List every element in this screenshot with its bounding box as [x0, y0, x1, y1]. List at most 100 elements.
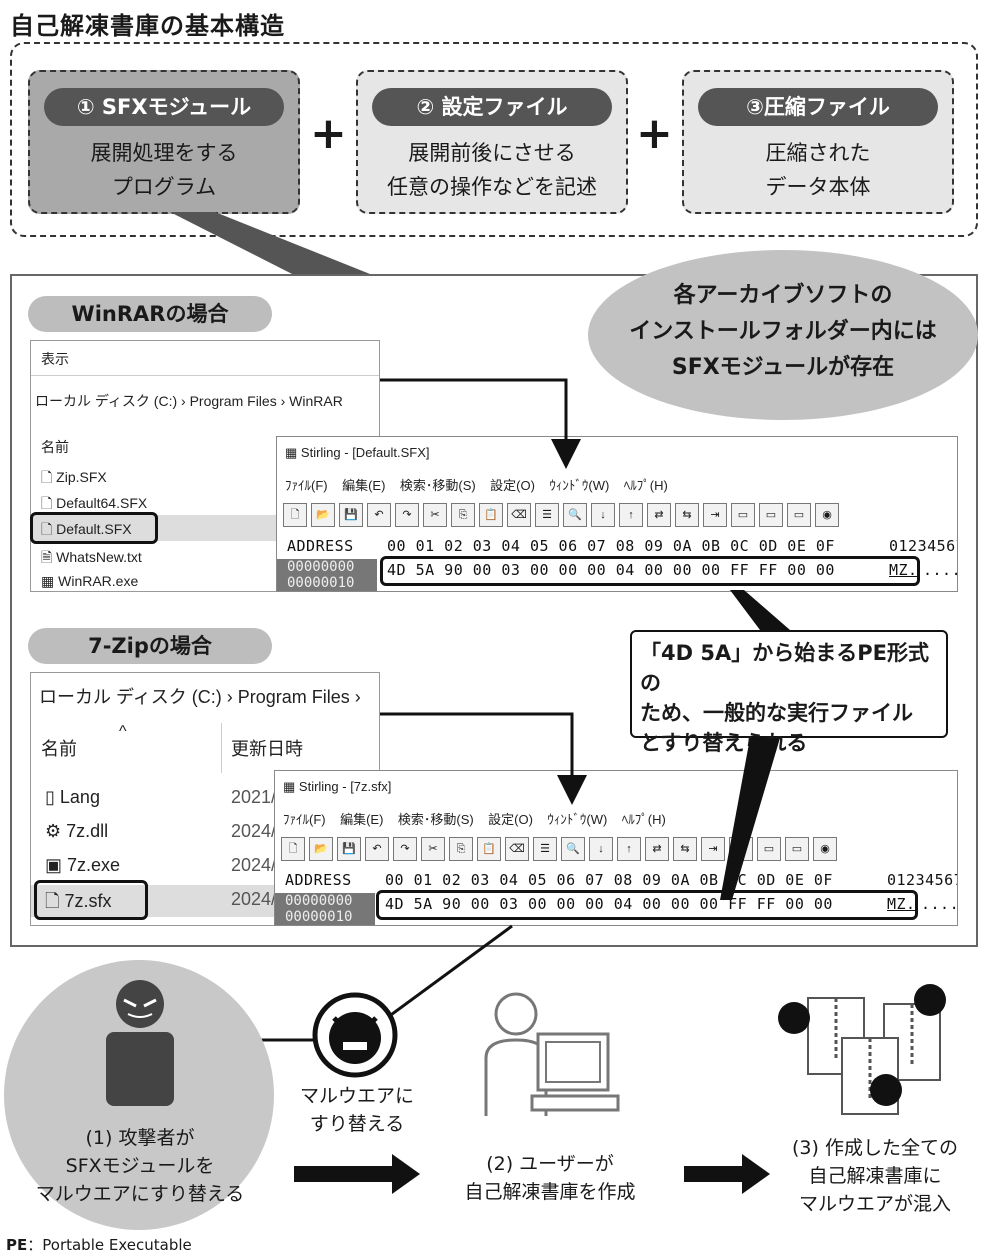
- menu-settings[interactable]: 設定(O): [490, 478, 535, 493]
- file-item[interactable]: 🗎 WhatsNew.txt: [41, 549, 142, 565]
- menu-file[interactable]: ﾌｧｲﾙ(F): [283, 812, 326, 827]
- hex-row-ascii: MZ.: [887, 895, 916, 913]
- column-date-header[interactable]: 更新日時: [231, 739, 303, 759]
- file-item[interactable]: ▣ 7z.exe: [45, 855, 121, 875]
- sort-up-icon: ^: [119, 723, 127, 740]
- file-item[interactable]: 🗋 Zip.SFX: [41, 469, 107, 485]
- delete-icon[interactable]: ⌫: [505, 837, 529, 861]
- undo-icon[interactable]: ↶: [367, 503, 391, 527]
- attacker-icon: [106, 980, 174, 1106]
- hex-row-dots: ....: [921, 895, 958, 913]
- undo-icon[interactable]: ↶: [365, 837, 389, 861]
- dll-icon: ⚙: [45, 821, 67, 841]
- menu-settings[interactable]: 設定(O): [488, 812, 533, 827]
- menu-edit[interactable]: 編集(E): [340, 812, 384, 827]
- mark-icon[interactable]: ◉: [813, 837, 837, 861]
- cut-icon[interactable]: ✂: [423, 503, 447, 527]
- exe-icon: ▣: [45, 855, 68, 875]
- find-prev-icon[interactable]: ↑: [617, 837, 641, 861]
- open-icon[interactable]: 📂: [309, 837, 333, 861]
- goto-icon[interactable]: ⇥: [703, 503, 727, 527]
- menu-window[interactable]: ｳｨﾝﾄﾞｳ(W): [547, 812, 608, 827]
- list-icon[interactable]: ☰: [535, 503, 559, 527]
- cut-icon[interactable]: ✂: [421, 837, 445, 861]
- menu-file[interactable]: ﾌｧｲﾙ(F): [285, 478, 328, 493]
- breadcrumb[interactable]: ローカル ディスク (C:) › Program Files › WinRAR: [35, 393, 343, 409]
- bookmark-next-icon[interactable]: ▭: [759, 503, 783, 527]
- save-icon[interactable]: 💾: [339, 503, 363, 527]
- hex-row-bytes[interactable]: 4D 5A 90 00 03 00 00 00 04 00 00 00 FF F…: [387, 561, 835, 579]
- highlight-7z-sfx: [34, 880, 148, 920]
- file-item-selected[interactable]: 🗋 Default.SFX: [41, 521, 132, 537]
- stirling-window-winrar: ▦ Stirling - [Default.SFX] ﾌｧｲﾙ(F) 編集(E)…: [276, 436, 958, 592]
- find-icon[interactable]: 🔍: [561, 837, 585, 861]
- bookmark-prev-icon[interactable]: ▭: [785, 837, 809, 861]
- compare-icon[interactable]: ⇆: [673, 837, 697, 861]
- redo-icon[interactable]: ↷: [393, 837, 417, 861]
- card-pill: ① SFXモジュール: [44, 88, 284, 126]
- goto-icon[interactable]: ⇥: [701, 837, 725, 861]
- file-item[interactable]: ▦ WinRAR.exe: [41, 573, 139, 589]
- menu-search[interactable]: 検索･移動(S): [399, 478, 476, 493]
- text-file-icon: 🗎: [41, 549, 57, 565]
- save-icon[interactable]: 💾: [337, 837, 361, 861]
- file-icon: 🗋: [41, 469, 57, 485]
- find-icon[interactable]: 🔍: [563, 503, 587, 527]
- page-title: 自己解凍書庫の基本構造: [10, 12, 285, 40]
- card-config-file: ② 設定ファイル 展開前後にさせる 任意の操作などを記述: [356, 70, 628, 214]
- new-icon[interactable]: 🗋: [281, 837, 305, 861]
- menu-search[interactable]: 検索･移動(S): [397, 812, 474, 827]
- hex-header-address: ADDRESS: [287, 537, 354, 555]
- replace-icon[interactable]: ⇄: [647, 503, 671, 527]
- file-date: 2024/: [231, 855, 277, 875]
- compare-icon[interactable]: ⇆: [675, 503, 699, 527]
- redo-icon[interactable]: ↷: [395, 503, 419, 527]
- file-item[interactable]: ⚙ 7z.dll: [45, 821, 109, 841]
- list-icon[interactable]: ☰: [533, 837, 557, 861]
- copy-icon[interactable]: ⎘: [449, 837, 473, 861]
- paste-icon[interactable]: 📋: [477, 837, 501, 861]
- breadcrumb[interactable]: ローカル ディスク (C:) › Program Files ›: [39, 687, 361, 707]
- new-icon[interactable]: 🗋: [283, 503, 307, 527]
- window-title: ▦ Stirling - [Default.SFX]: [285, 445, 430, 460]
- flow-arrow-1: [294, 1166, 394, 1182]
- delete-icon[interactable]: ⌫: [507, 503, 531, 527]
- column-name-header[interactable]: 名前: [41, 439, 69, 455]
- file-item[interactable]: 🗋 Default64.SFX: [41, 495, 148, 511]
- menu-edit[interactable]: 編集(E): [342, 478, 386, 493]
- find-prev-icon[interactable]: ↑: [619, 503, 643, 527]
- highlight-pe-header: [380, 556, 920, 586]
- file-item[interactable]: ▯ Lang: [45, 787, 100, 807]
- menu-window[interactable]: ｳｨﾝﾄﾞｳ(W): [549, 478, 610, 493]
- paste-icon[interactable]: 📋: [479, 503, 503, 527]
- column-name-header[interactable]: 名前: [41, 739, 77, 759]
- find-next-icon[interactable]: ↓: [589, 837, 613, 861]
- bookmark-next-icon[interactable]: ▭: [757, 837, 781, 861]
- step-2-label: (2) ユーザーが 自己解凍書庫を作成: [464, 1153, 636, 1203]
- open-icon[interactable]: 📂: [311, 503, 335, 527]
- mark-icon[interactable]: ◉: [815, 503, 839, 527]
- find-next-icon[interactable]: ↓: [591, 503, 615, 527]
- file-item-selected[interactable]: 🗋 7z.sfx: [45, 891, 112, 911]
- hex-row-bytes[interactable]: 4D 5A 90 00 03 00 00 00 04 00 00 00 FF F…: [385, 895, 833, 913]
- explorer-menu[interactable]: 表示: [41, 351, 69, 367]
- sevenzip-tab: 7-Zipの場合: [28, 628, 272, 664]
- highlight-pe-header: [376, 890, 918, 920]
- menu-help[interactable]: ﾍﾙﾌﾟ(H): [621, 812, 666, 827]
- footnote-term: PE: [6, 1236, 28, 1254]
- info-bubble: 各アーカイブソフトの インストールフォルダー内には SFXモジュールが存在: [588, 250, 978, 420]
- hex-header-address: ADDRESS: [285, 871, 352, 889]
- hex-row-dots: ....: [923, 561, 958, 579]
- hex-header-cols: 00 01 02 03 04 05 06 07 08 09 0A 0B 0C 0…: [387, 537, 835, 555]
- hex-header-ascii: 01234567: [887, 871, 958, 889]
- plus-sign: +: [636, 108, 673, 159]
- bookmark-icon[interactable]: ▭: [731, 503, 755, 527]
- bookmark-prev-icon[interactable]: ▭: [787, 503, 811, 527]
- menu-help[interactable]: ﾍﾙﾌﾟ(H): [623, 478, 668, 493]
- copy-icon[interactable]: ⎘: [451, 503, 475, 527]
- highlight-default-sfx: [30, 512, 158, 544]
- replace-icon[interactable]: ⇄: [645, 837, 669, 861]
- file-date: 2021/: [231, 787, 277, 807]
- pe-callout: 「4D 5A」から始まるPE形式の ため、一般的な実行ファイル とすり替えられる: [630, 630, 948, 755]
- toolbar: 🗋📂💾 ↶↷ ✂⎘📋⌫☰ 🔍↓↑⇄⇆⇥ ▭▭▭ ◉: [283, 503, 839, 529]
